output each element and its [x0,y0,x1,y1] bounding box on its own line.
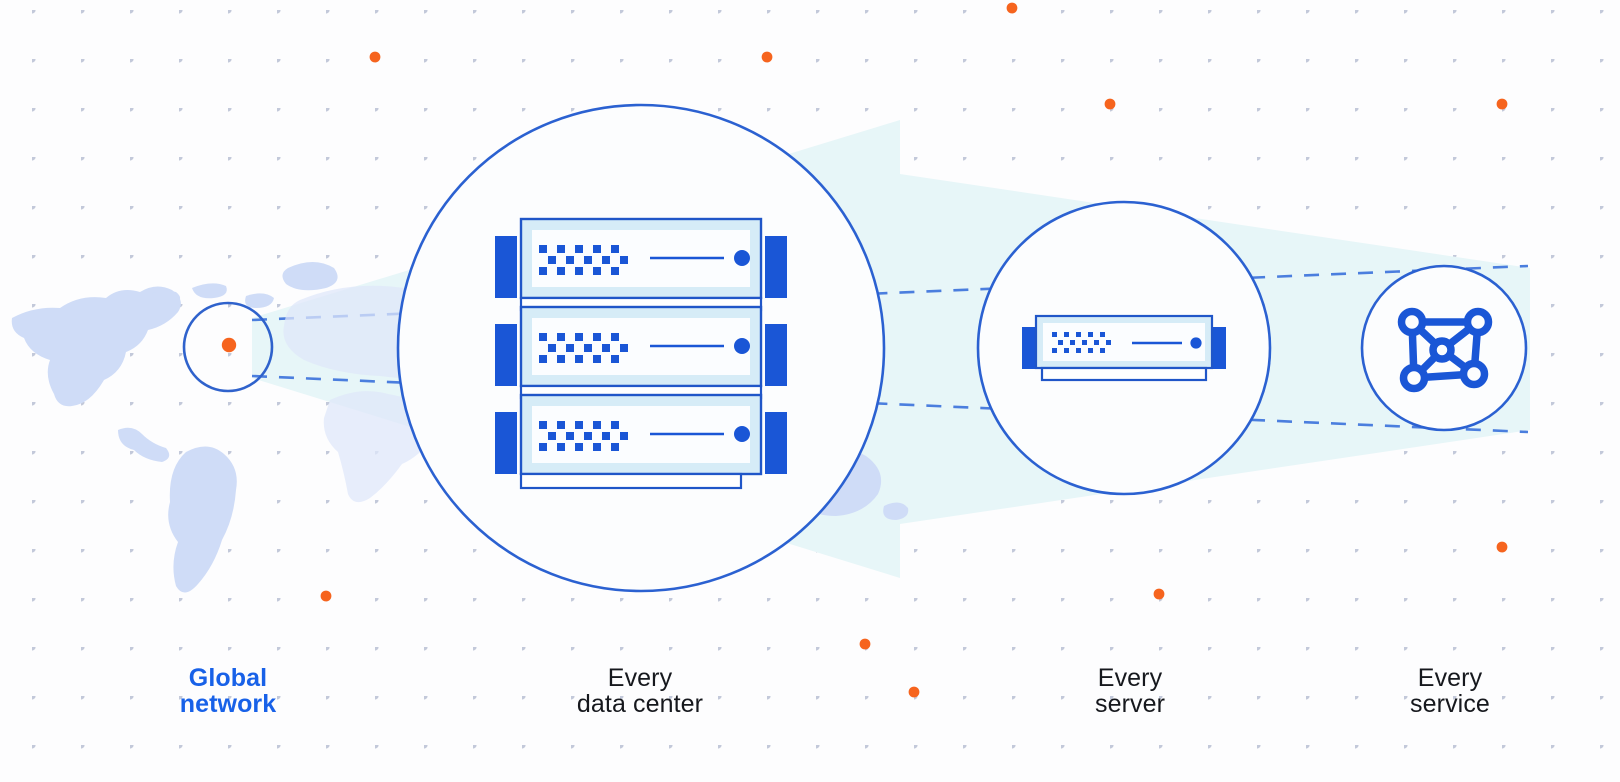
highlight-dot [761,51,773,63]
rack-unit-1 [495,217,787,312]
label-every-server: Every server [1094,664,1166,718]
dot-grid-highlights [320,2,1508,698]
rack-led-grid [539,245,628,275]
node-bottom-right [1459,359,1489,389]
rack-unit-3 [495,393,787,490]
highlight-dot [1104,98,1116,110]
rack-base [519,472,743,490]
rack-ear-left [495,412,517,474]
server-led-grid [1052,332,1111,353]
rack-ear-right [765,236,787,298]
rack-ear-right [765,412,787,474]
node-center [1429,337,1455,363]
highlight-dot [908,686,920,698]
status-led [734,426,750,442]
node-top-right [1463,307,1493,337]
status-led [734,338,750,354]
cone-dashed-lower [251,374,1529,434]
rack-ear-left [495,324,517,386]
rack-led-grid [539,333,628,363]
rack-unit-2 [495,305,787,400]
highlight-dot [1006,2,1018,14]
highlight-dot [1496,98,1508,110]
highlight-dot [859,638,871,650]
server-ear-left [1022,327,1036,369]
server-status-led [1190,337,1202,349]
server-ear-right [1212,327,1226,369]
label-global-network: Global network [179,664,277,718]
focus-marker-dot [221,337,237,353]
server-rack-icon [495,217,787,490]
label-every-data-center: Every data center [576,664,704,718]
node-top-left [1397,307,1427,337]
label-every-service: Every service [1410,664,1490,718]
rack-ear-right [765,324,787,386]
node-bottom-left [1399,363,1429,393]
server-base [1040,366,1208,382]
network-mesh-icon [1397,307,1493,393]
focus-circle-global [182,301,274,393]
highlight-dot [1496,541,1508,553]
cone-dashed-upper [251,264,1529,322]
status-led [734,250,750,266]
rack-led-grid [539,421,628,451]
rack-ear-left [495,236,517,298]
highlight-dot [1153,588,1165,600]
highlight-dot [320,590,332,602]
single-server-icon [1022,314,1226,382]
highlight-dot [369,51,381,63]
